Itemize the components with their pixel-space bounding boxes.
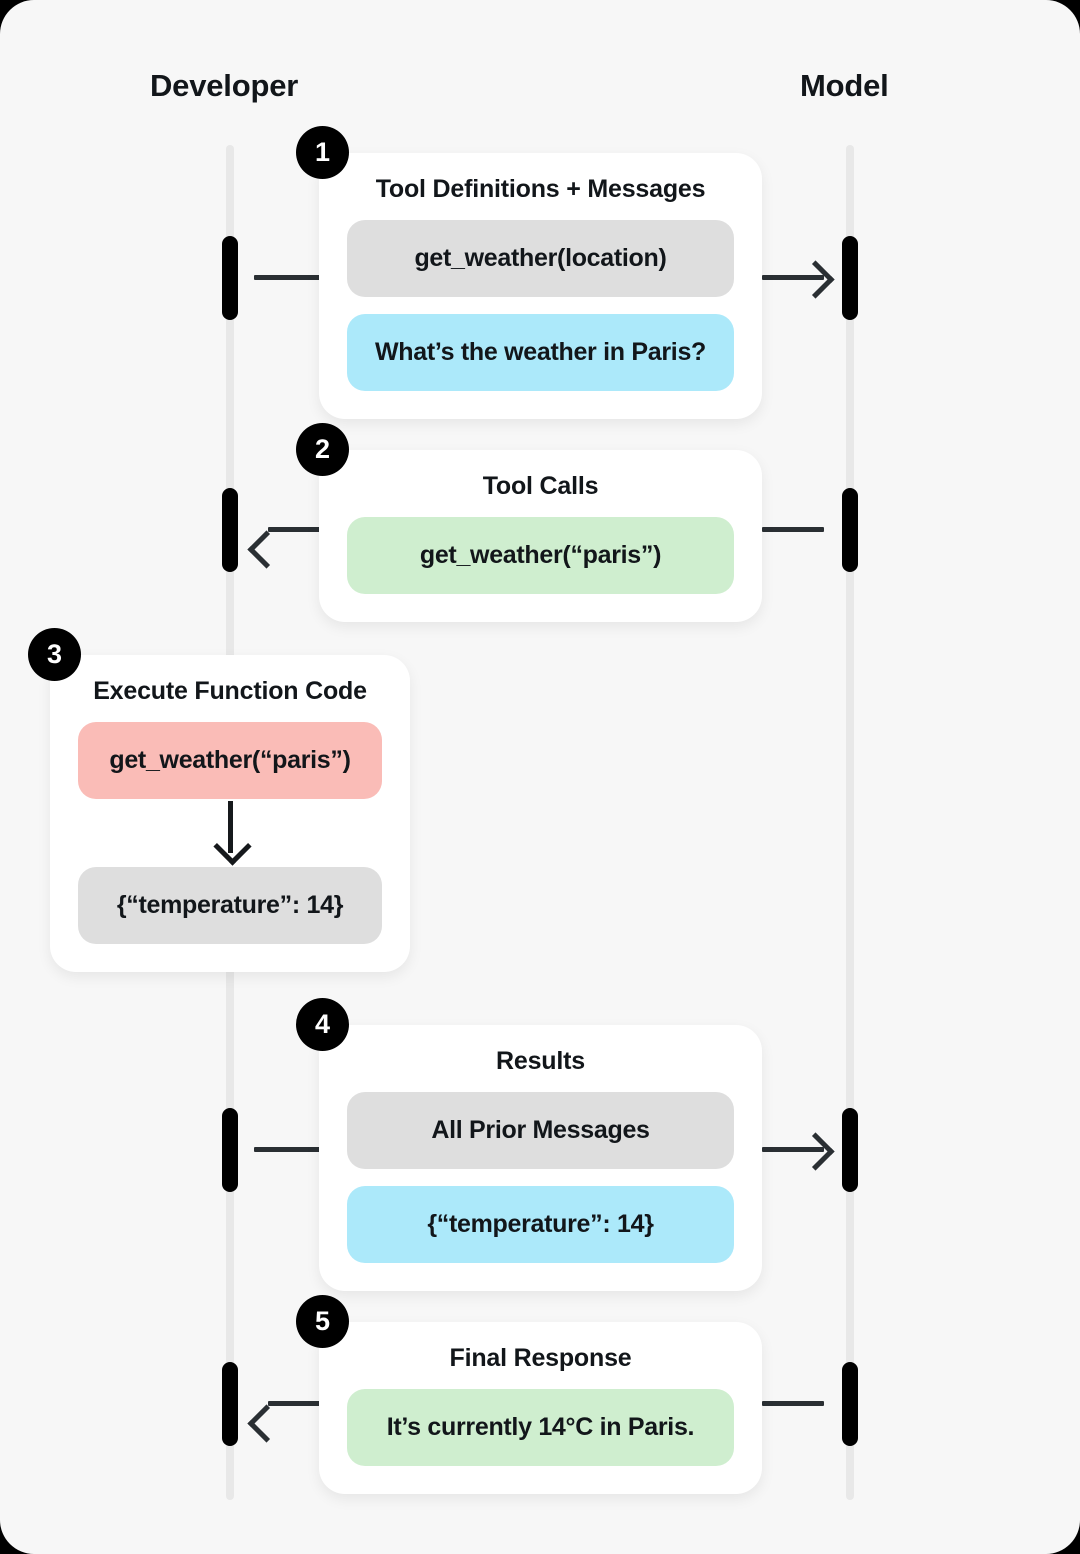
step-card-4[interactable]: Results All Prior Messages {“temperature…	[319, 1025, 762, 1291]
step-card-4-pill-2: {“temperature”: 14}	[347, 1186, 734, 1263]
step-card-5-pill-1: It’s currently 14°C in Paris.	[347, 1389, 734, 1466]
step-card-4-pill-1: All Prior Messages	[347, 1092, 734, 1169]
step-badge-4: 4	[296, 998, 349, 1051]
connector-line-step-2-right	[762, 527, 824, 532]
column-header-model: Model	[800, 68, 889, 103]
step-card-3-pill-2: {“temperature”: 14}	[78, 867, 382, 944]
lifeline-model	[846, 145, 854, 1500]
connector-line-step-1	[254, 275, 324, 280]
step-card-1-pill-2: What’s the weather in Paris?	[347, 314, 734, 391]
step-card-2[interactable]: Tool Calls get_weather(“paris”)	[319, 450, 762, 622]
activation-bar-model-step-2	[842, 488, 858, 572]
activation-bar-model-step-5	[842, 1362, 858, 1446]
step-badge-5: 5	[296, 1295, 349, 1348]
arrow-right-icon-step-1	[796, 260, 835, 299]
step-card-3[interactable]: Execute Function Code get_weather(“paris…	[50, 655, 410, 972]
step-card-1-title: Tool Definitions + Messages	[375, 175, 706, 203]
step-card-3-title: Execute Function Code	[93, 677, 367, 705]
connector-line-step-4	[254, 1147, 324, 1152]
step-card-2-title: Tool Calls	[482, 472, 599, 500]
step-badge-3: 3	[28, 628, 81, 681]
connector-line-step-5-right	[762, 1401, 824, 1406]
step-card-3-pill-1: get_weather(“paris”)	[78, 722, 382, 799]
column-header-developer: Developer	[150, 68, 299, 103]
step-card-2-pill-1: get_weather(“paris”)	[347, 517, 734, 594]
connector-line-step-5	[268, 1401, 324, 1406]
step-badge-1: 1	[296, 126, 349, 179]
arrow-down-icon-step-3	[78, 801, 382, 866]
activation-bar-model-step-4	[842, 1108, 858, 1192]
step-card-5-title: Final Response	[449, 1344, 632, 1372]
activation-bar-model-step-1	[842, 236, 858, 320]
connector-line-step-2	[268, 527, 324, 532]
step-card-4-title: Results	[496, 1047, 585, 1075]
connector-line-step-4-right	[762, 1147, 824, 1152]
arrow-right-icon-step-4	[796, 1132, 835, 1171]
arrow-left-icon-step-5	[247, 1404, 286, 1443]
step-card-1-pill-1: get_weather(location)	[347, 220, 734, 297]
activation-bar-developer-step-2	[222, 488, 238, 572]
arrow-left-icon-step-2	[247, 530, 286, 569]
activation-bar-developer-step-1	[222, 236, 238, 320]
connector-line-step-1-right	[762, 275, 824, 280]
activation-bar-developer-step-4	[222, 1108, 238, 1192]
step-card-5[interactable]: Final Response It’s currently 14°C in Pa…	[319, 1322, 762, 1494]
step-badge-2: 2	[296, 423, 349, 476]
activation-bar-developer-step-5	[222, 1362, 238, 1446]
step-card-1[interactable]: Tool Definitions + Messages get_weather(…	[319, 153, 762, 419]
